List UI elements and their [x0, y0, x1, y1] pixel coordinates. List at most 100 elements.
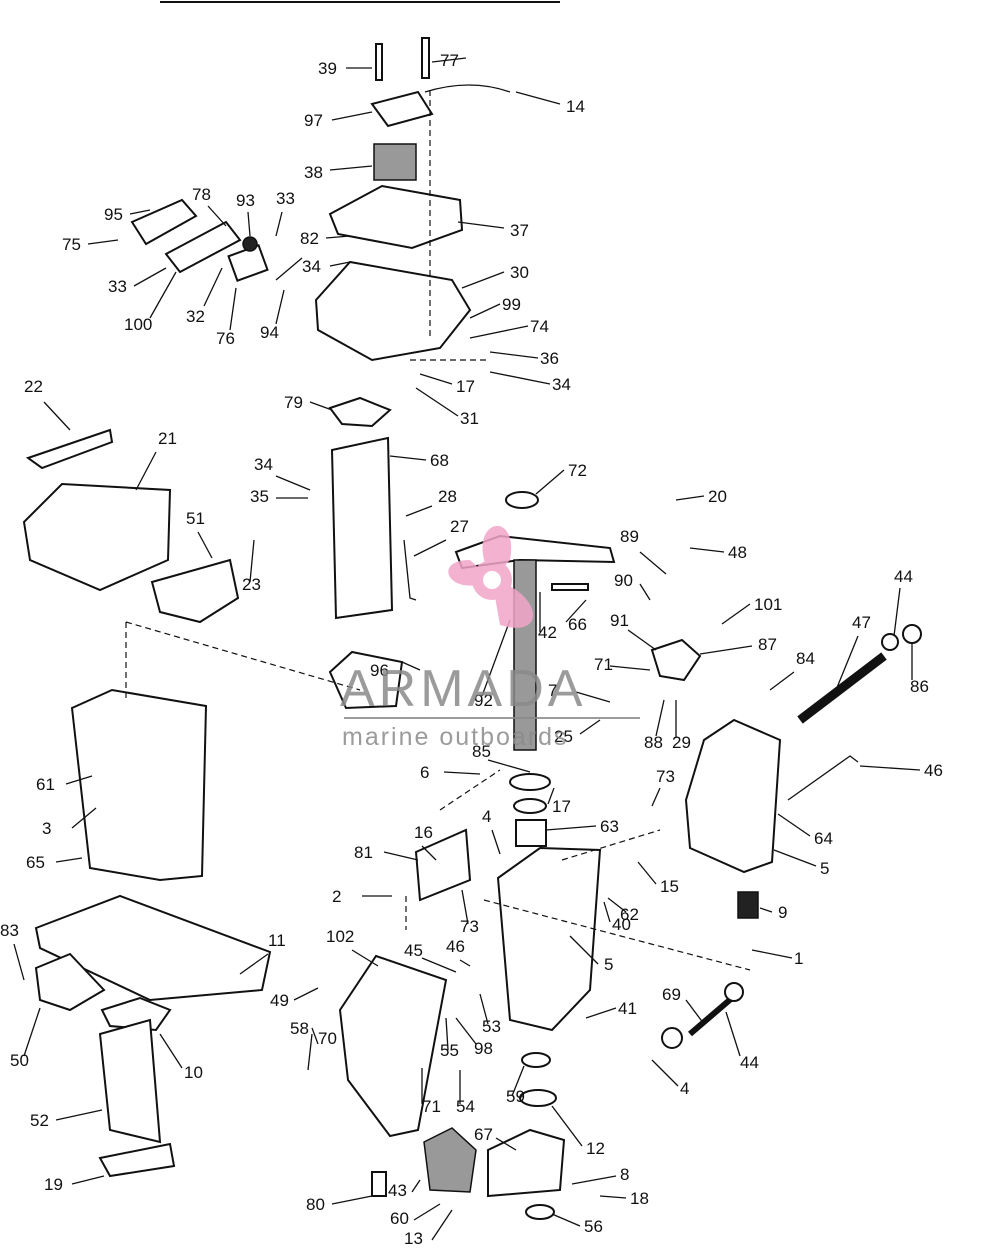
callout-leader-78 [207, 205, 227, 227]
callout-leader-102 [351, 949, 379, 967]
callout-leader-40 [603, 901, 611, 923]
assembly-lines [125, 90, 751, 971]
callout-leader-46 [859, 765, 921, 771]
parts-layer [22, 37, 922, 1220]
callout-leader-90 [639, 583, 651, 601]
callout-label-42: 42 [538, 623, 557, 642]
callout-label-78: 78 [192, 185, 211, 204]
callout-leader-80 [331, 1195, 373, 1205]
callout-leader-22 [43, 401, 71, 431]
callout-label-5: 5 [604, 955, 613, 974]
callout-leader-79 [309, 401, 333, 411]
callout-label-72: 72 [568, 461, 587, 480]
callout-leader-30 [461, 271, 505, 289]
callout-label-97: 97 [304, 111, 323, 130]
callout-leader-27 [413, 539, 447, 557]
callout-leader-8 [571, 1175, 617, 1185]
callout-label-39: 39 [318, 59, 337, 78]
callout-label-81: 81 [354, 843, 373, 862]
callout-label-25: 25 [554, 727, 573, 746]
callout-leader-28 [405, 505, 433, 517]
callout-leader-20 [675, 495, 705, 501]
callout-label-82: 82 [300, 229, 319, 248]
callout-leader-15 [637, 861, 657, 885]
callout-leader-5 [569, 935, 599, 965]
callout-leader-93 [247, 211, 251, 237]
callout-label-40: 40 [612, 915, 631, 934]
block-38 [373, 143, 417, 181]
callout-leader-73 [651, 787, 661, 807]
callout-label-34: 34 [552, 375, 571, 394]
callout-label-56: 56 [584, 1217, 603, 1236]
callout-leader-4 [651, 1059, 679, 1087]
callout-label-55: 55 [440, 1041, 459, 1060]
callout-label-99: 99 [502, 295, 521, 314]
callout-leader-43 [411, 1179, 421, 1193]
callout-label-4: 4 [482, 807, 491, 826]
callout-leader-61 [65, 775, 93, 785]
callout-label-65: 65 [26, 853, 45, 872]
callout-label-73: 73 [460, 917, 479, 936]
callout-leader-71 [609, 665, 651, 671]
callout-leader-84 [769, 671, 795, 691]
bracket-65 [414, 828, 472, 902]
callout-label-89: 89 [620, 527, 639, 546]
callout-label-98: 98 [474, 1039, 493, 1058]
callout-label-51: 51 [186, 509, 205, 528]
drive-shaft-7 [513, 559, 537, 751]
gasket-71-bottom [100, 996, 172, 1032]
callout-leader-11 [239, 953, 269, 975]
callout-label-64: 64 [814, 829, 833, 848]
callout-label-95: 95 [104, 205, 123, 224]
callout-leader-36 [489, 351, 539, 359]
cam-84 [650, 638, 702, 682]
callout-label-73: 73 [656, 767, 675, 786]
callout-leader-32 [203, 267, 223, 307]
callout-leader-81 [383, 851, 419, 861]
callout-label-5: 5 [820, 859, 829, 878]
callout-leader-85 [487, 759, 531, 773]
callout-label-45: 45 [404, 941, 423, 960]
callout-leader-50 [23, 1007, 41, 1057]
callout-leader-73 [461, 889, 469, 925]
callout-leader-98 [455, 1017, 477, 1045]
spring-94 [275, 257, 303, 281]
plate-60 [371, 1171, 387, 1197]
swivel-bracket-1 [496, 846, 602, 1032]
tube-27 [403, 539, 417, 601]
callout-label-12: 12 [586, 1139, 605, 1158]
callout-leader-69 [685, 999, 705, 1025]
callout-leader-95 [129, 209, 151, 215]
callout-label-85: 85 [472, 742, 491, 761]
callout-label-90: 90 [614, 571, 633, 590]
adapter-30 [314, 260, 472, 362]
callout-label-17: 17 [456, 377, 475, 396]
callout-leader-33 [133, 267, 167, 287]
callout-label-92: 92 [474, 691, 493, 710]
callout-label-77: 77 [440, 51, 459, 70]
callout-leader-96 [401, 661, 421, 671]
callout-leader-97 [331, 111, 373, 121]
callout-leader-47 [835, 635, 859, 691]
callout-label-79: 79 [284, 393, 303, 412]
bushing-4-lower [521, 1052, 551, 1068]
callout-label-50: 50 [10, 1051, 29, 1070]
gasket-33 [227, 244, 269, 282]
bracket-51 [150, 558, 240, 624]
callout-label-63: 63 [600, 817, 619, 836]
callout-leader-34 [275, 475, 311, 491]
callout-label-1: 1 [794, 949, 803, 968]
callout-leader-44 [725, 1011, 741, 1057]
tilt-tube-47 [797, 652, 887, 724]
callout-leader-17 [547, 787, 555, 805]
callout-leader-51 [197, 531, 213, 559]
callout-leader-17 [419, 373, 453, 385]
propeller-logo [448, 525, 534, 628]
exhaust-tube-67 [98, 1018, 162, 1144]
watermark-brand: ARMADA [340, 660, 586, 718]
callout-label-7: 7 [548, 681, 557, 700]
callout-leader-19 [71, 1175, 105, 1185]
callout-label-9: 9 [778, 903, 787, 922]
callout-label-61: 61 [36, 775, 55, 794]
